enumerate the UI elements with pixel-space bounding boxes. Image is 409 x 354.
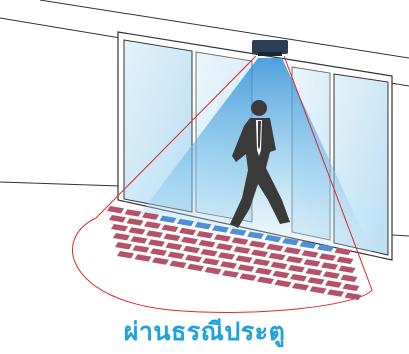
floor-mat-tile xyxy=(284,247,301,254)
floor-mat-tile xyxy=(166,243,183,250)
floor-mat-tile xyxy=(302,250,319,257)
floor-mat-tile xyxy=(199,240,216,247)
floor-mat-tile xyxy=(127,218,144,225)
floor-mat-tile xyxy=(148,239,165,246)
floor-mat-tile xyxy=(179,228,196,235)
floor-mat-tile xyxy=(273,271,290,278)
floor-mat-tile xyxy=(113,233,130,240)
floor-mat-tile xyxy=(288,265,305,272)
floor-mat-tile xyxy=(238,264,255,271)
floor-mat-tile xyxy=(133,245,150,252)
floor-mat-tile xyxy=(222,270,239,277)
floor-mat-tile xyxy=(249,241,266,248)
floor-mat-tile xyxy=(117,251,134,258)
floor-mat-tile xyxy=(218,252,235,259)
floor-mat-tile xyxy=(240,273,257,280)
floor-mat-tile xyxy=(286,256,303,263)
floor-mat-tile xyxy=(341,275,358,282)
floor-mat-tile xyxy=(275,280,292,287)
floor-mat-tile xyxy=(255,268,272,275)
floor-mat-tile xyxy=(107,206,124,213)
floor-mat-tile xyxy=(321,262,338,269)
floor-mat-tile xyxy=(304,259,321,266)
motion-sensor-icon xyxy=(252,40,288,56)
floor-mat-tile xyxy=(345,293,362,300)
floor-mat-tile xyxy=(308,277,325,284)
floor-mat-tile xyxy=(162,225,179,232)
floor-mat-tile xyxy=(290,274,307,281)
floor-mat-tile xyxy=(236,255,253,262)
floor-mat-tile xyxy=(292,283,309,290)
floor-mat-tile xyxy=(319,253,336,260)
floor-mat-tile xyxy=(267,244,284,251)
floor-mat-tile xyxy=(271,262,288,269)
floor-mat-tile xyxy=(325,280,342,287)
floor-mat-tile xyxy=(131,236,148,243)
floor-mat-tile xyxy=(251,250,268,257)
floor-mat-tile xyxy=(197,231,214,238)
floor-mat-tile xyxy=(205,267,222,274)
floor-mat-tile xyxy=(214,234,231,241)
floor-mat-tile xyxy=(201,249,218,256)
floor-mat-tile xyxy=(234,246,251,253)
floor-mat-tile xyxy=(183,246,200,253)
floor-mat-tile xyxy=(323,271,340,278)
floor-mat-tile xyxy=(185,255,202,262)
floor-mat-tile xyxy=(269,253,286,260)
floor-mat-tile xyxy=(152,257,169,264)
floor-mat-tile xyxy=(109,215,126,222)
floor-mat-tile xyxy=(310,286,327,293)
caption-title: ผ่านธรณีประตู xyxy=(0,312,409,352)
floor-mat-tile xyxy=(343,284,360,291)
floor-mat-tile xyxy=(111,224,128,231)
floor-mat-tile xyxy=(135,254,152,261)
floor-mat-tile xyxy=(150,248,167,255)
floor-mat-tile xyxy=(125,209,142,216)
floor-mat-tile xyxy=(181,237,198,244)
floor-mat-tile xyxy=(339,266,356,273)
floor-mat-tile xyxy=(253,259,270,266)
floor-mat-tile xyxy=(164,234,181,241)
floor-mat-tile xyxy=(170,261,187,268)
floor-mat-tile xyxy=(168,252,185,259)
floor-mat-tile xyxy=(146,230,163,237)
floor-mat-tile xyxy=(232,237,249,244)
floor-mat-tile xyxy=(129,227,146,234)
floor-mat-tile xyxy=(187,264,204,271)
floor-mat-tile xyxy=(327,289,344,296)
floor-mat-tile xyxy=(216,243,233,250)
floor-mat-tile xyxy=(257,277,274,284)
floor-mat-tile xyxy=(144,221,161,228)
floor-mat-tile xyxy=(306,268,323,275)
floor-mat-tile xyxy=(115,242,132,249)
floor-mat-tile xyxy=(220,261,237,268)
floor-mat-tile xyxy=(337,257,354,264)
floor-mat-tile xyxy=(203,258,220,265)
